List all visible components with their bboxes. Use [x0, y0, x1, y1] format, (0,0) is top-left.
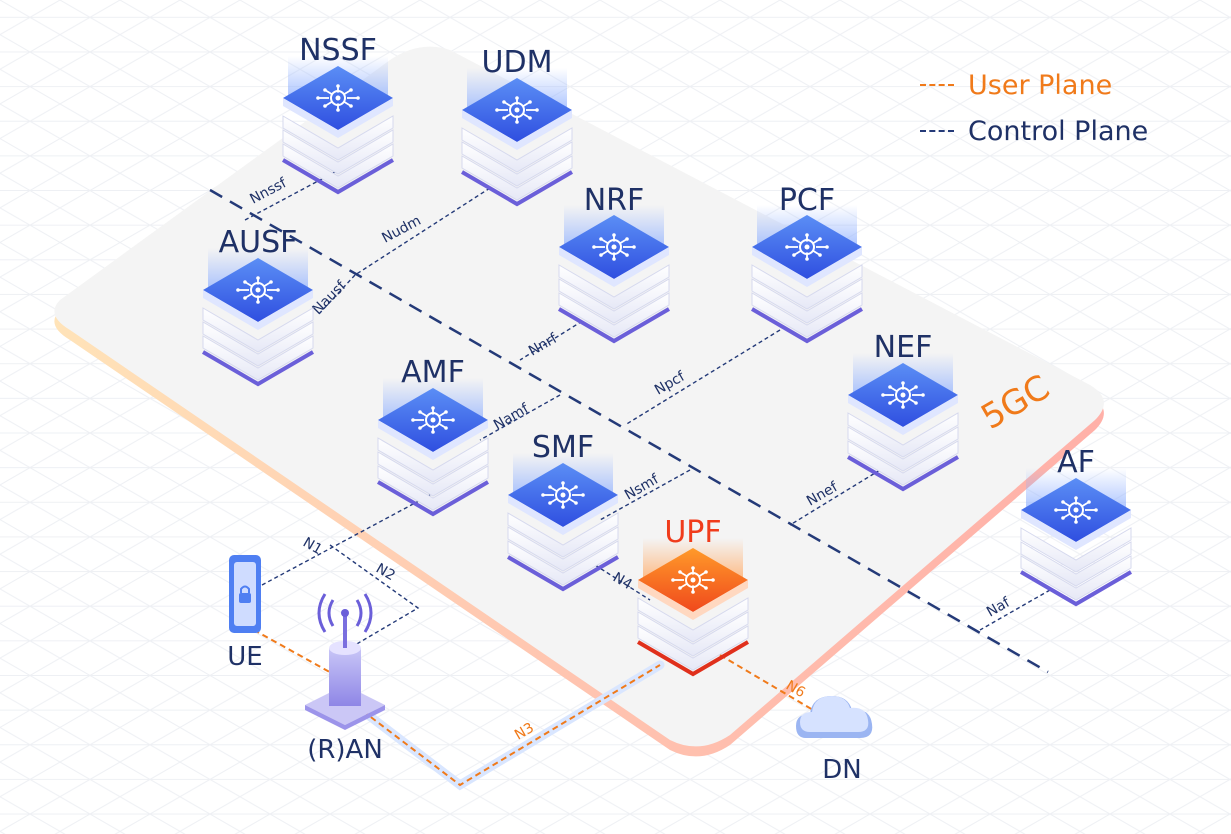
node-top-icon — [411, 406, 455, 434]
label-nef: NEF — [874, 330, 933, 365]
label-af: AF — [1057, 445, 1095, 480]
label-ausf: AUSF — [219, 225, 298, 260]
control-plane-swatch — [920, 130, 954, 132]
label-nssf: NSSF — [299, 33, 377, 68]
user-plane-links — [244, 624, 831, 791]
legend-item-user-plane: User Plane — [920, 62, 1148, 108]
node-labels: NSSF UDM NRF PCF AUSF AMF SMF NEF UPF AF… — [219, 33, 1095, 785]
link-n6 — [719, 654, 831, 721]
link-ue-ran — [244, 624, 336, 676]
node-top-icon — [495, 96, 539, 124]
label-upf: UPF — [664, 515, 721, 550]
link-namf — [479, 394, 561, 441]
node-smf[interactable] — [506, 453, 620, 592]
ue-phone-icon[interactable] — [229, 555, 261, 633]
node-af[interactable] — [1019, 468, 1133, 607]
node-amf[interactable] — [376, 378, 490, 517]
link-nausf — [317, 274, 356, 316]
link-nnef — [789, 469, 881, 526]
node-top-icon — [881, 381, 925, 409]
link-n2 — [329, 544, 420, 646]
legend-item-control-plane: Control Plane — [920, 108, 1148, 154]
legend-user-plane-label: User Plane — [968, 69, 1113, 101]
link-n3 — [354, 664, 661, 787]
node-ausf[interactable] — [201, 248, 315, 387]
ran-antenna-icon[interactable] — [305, 593, 385, 730]
node-nef[interactable] — [846, 353, 960, 492]
legend-control-plane-label: Control Plane — [968, 115, 1149, 147]
plane-boundary-line — [209, 188, 1049, 674]
node-upf[interactable] — [636, 538, 750, 677]
link-n4 — [594, 564, 651, 601]
node-top-icon — [236, 276, 280, 304]
link-nudm — [354, 187, 491, 276]
node-top-icon — [541, 481, 585, 509]
label-dn: DN — [822, 755, 861, 785]
node-pcf[interactable] — [750, 205, 864, 344]
link-n1 — [261, 494, 431, 586]
link-nsmf — [599, 469, 691, 521]
label-udm: UDM — [482, 45, 553, 80]
label-ue: UE — [227, 642, 262, 672]
node-top-icon — [316, 84, 360, 112]
node-nrf[interactable] — [557, 205, 671, 344]
node-top-icon — [785, 233, 829, 261]
node-udm[interactable] — [460, 68, 574, 207]
label-amf: AMF — [401, 355, 465, 390]
node-top-icon — [592, 233, 636, 261]
label-nrf: NRF — [584, 183, 645, 218]
label-ran: (R)AN — [307, 735, 383, 765]
dn-cloud-icon[interactable] — [796, 696, 873, 738]
legend: User Plane Control Plane — [920, 62, 1148, 154]
node-top-icon — [671, 566, 715, 594]
label-smf: SMF — [532, 430, 594, 465]
5gc-platform — [54, 46, 1104, 757]
node-top-icon — [1054, 496, 1098, 524]
node-nssf[interactable] — [281, 56, 395, 195]
link-npcf — [624, 329, 781, 426]
label-pcf: PCF — [779, 183, 835, 218]
user-plane-swatch — [920, 84, 954, 86]
